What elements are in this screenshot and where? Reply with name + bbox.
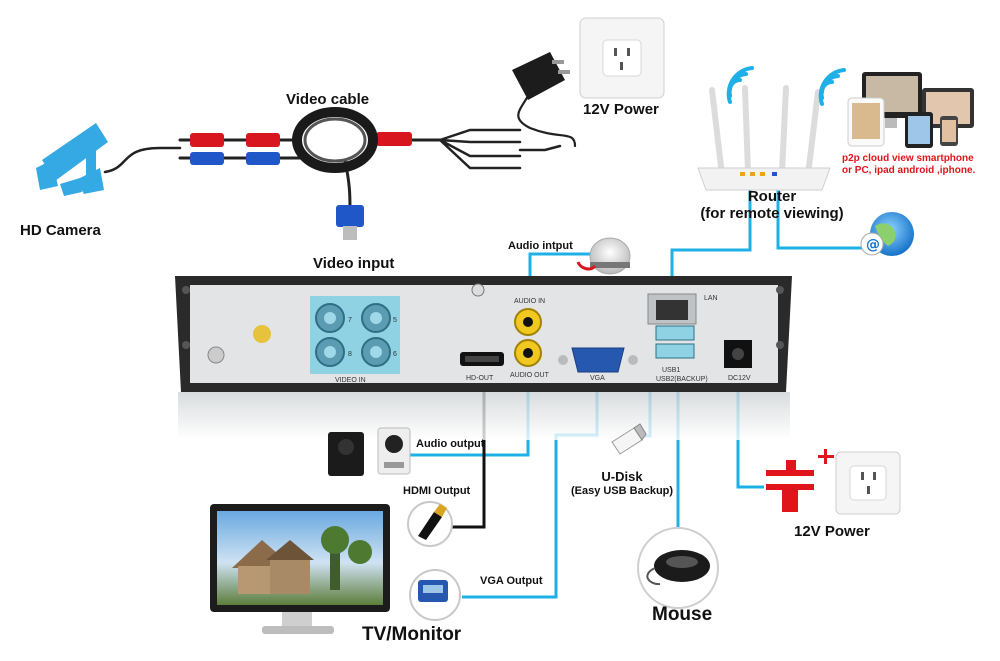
usb-drive-icon	[611, 423, 647, 455]
wire-router-to-internet	[776, 188, 866, 250]
label-p2p-line1: p2p cloud view smartphone	[842, 153, 974, 164]
label-p2p: p2p cloud view smartphone or PC, ipad an…	[842, 153, 975, 176]
panel-bnc-5: 5	[393, 317, 397, 324]
wall-socket-top-icon	[579, 17, 665, 99]
label-router-line2: (for remote viewing)	[700, 205, 844, 223]
label-mouse: Mouse	[652, 604, 713, 625]
panel-bnc-7: 7	[348, 317, 352, 324]
dvr-rear-panel	[175, 276, 792, 392]
svg-text:@: @	[866, 237, 880, 253]
hdmi-plug-icon	[407, 501, 453, 547]
label-router: Router (for remote viewing)	[692, 188, 852, 223]
label-video-input: Video input	[313, 255, 395, 272]
label-udisk: U-Disk (Easy USB Backup)	[560, 469, 684, 498]
panel-bnc-8: 8	[348, 351, 352, 358]
label-p2p-line2: or PC, ipad android ,iphone.	[842, 164, 976, 176]
devices-icon	[847, 72, 974, 148]
video-cable-coil-icon	[292, 107, 378, 173]
label-power-bottom: 12V Power	[794, 523, 870, 540]
label-video-cable: Video cable	[286, 91, 370, 108]
label-hdmi-output: HDMI Output	[403, 485, 471, 497]
panel-vga: VGA	[590, 375, 605, 382]
panel-audio-in: AUDIO IN	[514, 298, 545, 305]
panel-usb1: USB1	[662, 367, 680, 374]
wifi-icon	[726, 66, 846, 106]
cable-connectors	[190, 132, 412, 240]
internet-globe-icon: @	[860, 212, 914, 256]
panel-video-in: VIDEO IN	[335, 377, 366, 384]
label-router-line1: Router	[747, 188, 797, 205]
wall-socket-bottom-icon	[835, 451, 901, 515]
panel-dc12v: DC12V	[728, 375, 751, 382]
panel-lan: LAN	[704, 295, 718, 302]
power-adapter-icon	[512, 52, 570, 100]
microphone-icon	[576, 237, 631, 275]
panel-audio-out: AUDIO OUT	[510, 372, 550, 379]
camera-icon	[36, 123, 108, 196]
monitor-icon	[210, 504, 390, 634]
panel-hd-out: HD-OUT	[466, 375, 494, 382]
label-udisk-line1: U-Disk	[601, 469, 643, 484]
label-tv-monitor: TV/Monitor	[362, 624, 462, 645]
panel-labels: 7 5 8 6 VIDEO IN HD-OUT AUDIO IN AUDIO O…	[335, 295, 751, 384]
label-vga-output: VGA Output	[480, 575, 543, 587]
mouse-icon	[637, 527, 719, 609]
label-audio-input: Audio intput	[508, 240, 573, 252]
dc-polarity-icon	[766, 449, 834, 512]
label-udisk-line2: (Easy USB Backup)	[570, 484, 674, 497]
vga-plug-icon	[409, 569, 461, 621]
speakers-icon	[328, 427, 411, 476]
label-audio-output: Audio output	[416, 438, 485, 450]
panel-usb2: USB2(BACKUP)	[656, 376, 708, 383]
router-icon	[697, 85, 831, 191]
panel-bnc-6: 6	[393, 351, 397, 358]
label-power-top: 12V Power	[583, 101, 659, 118]
dvr-reflection	[178, 392, 790, 440]
label-hd-camera: HD Camera	[20, 222, 101, 239]
